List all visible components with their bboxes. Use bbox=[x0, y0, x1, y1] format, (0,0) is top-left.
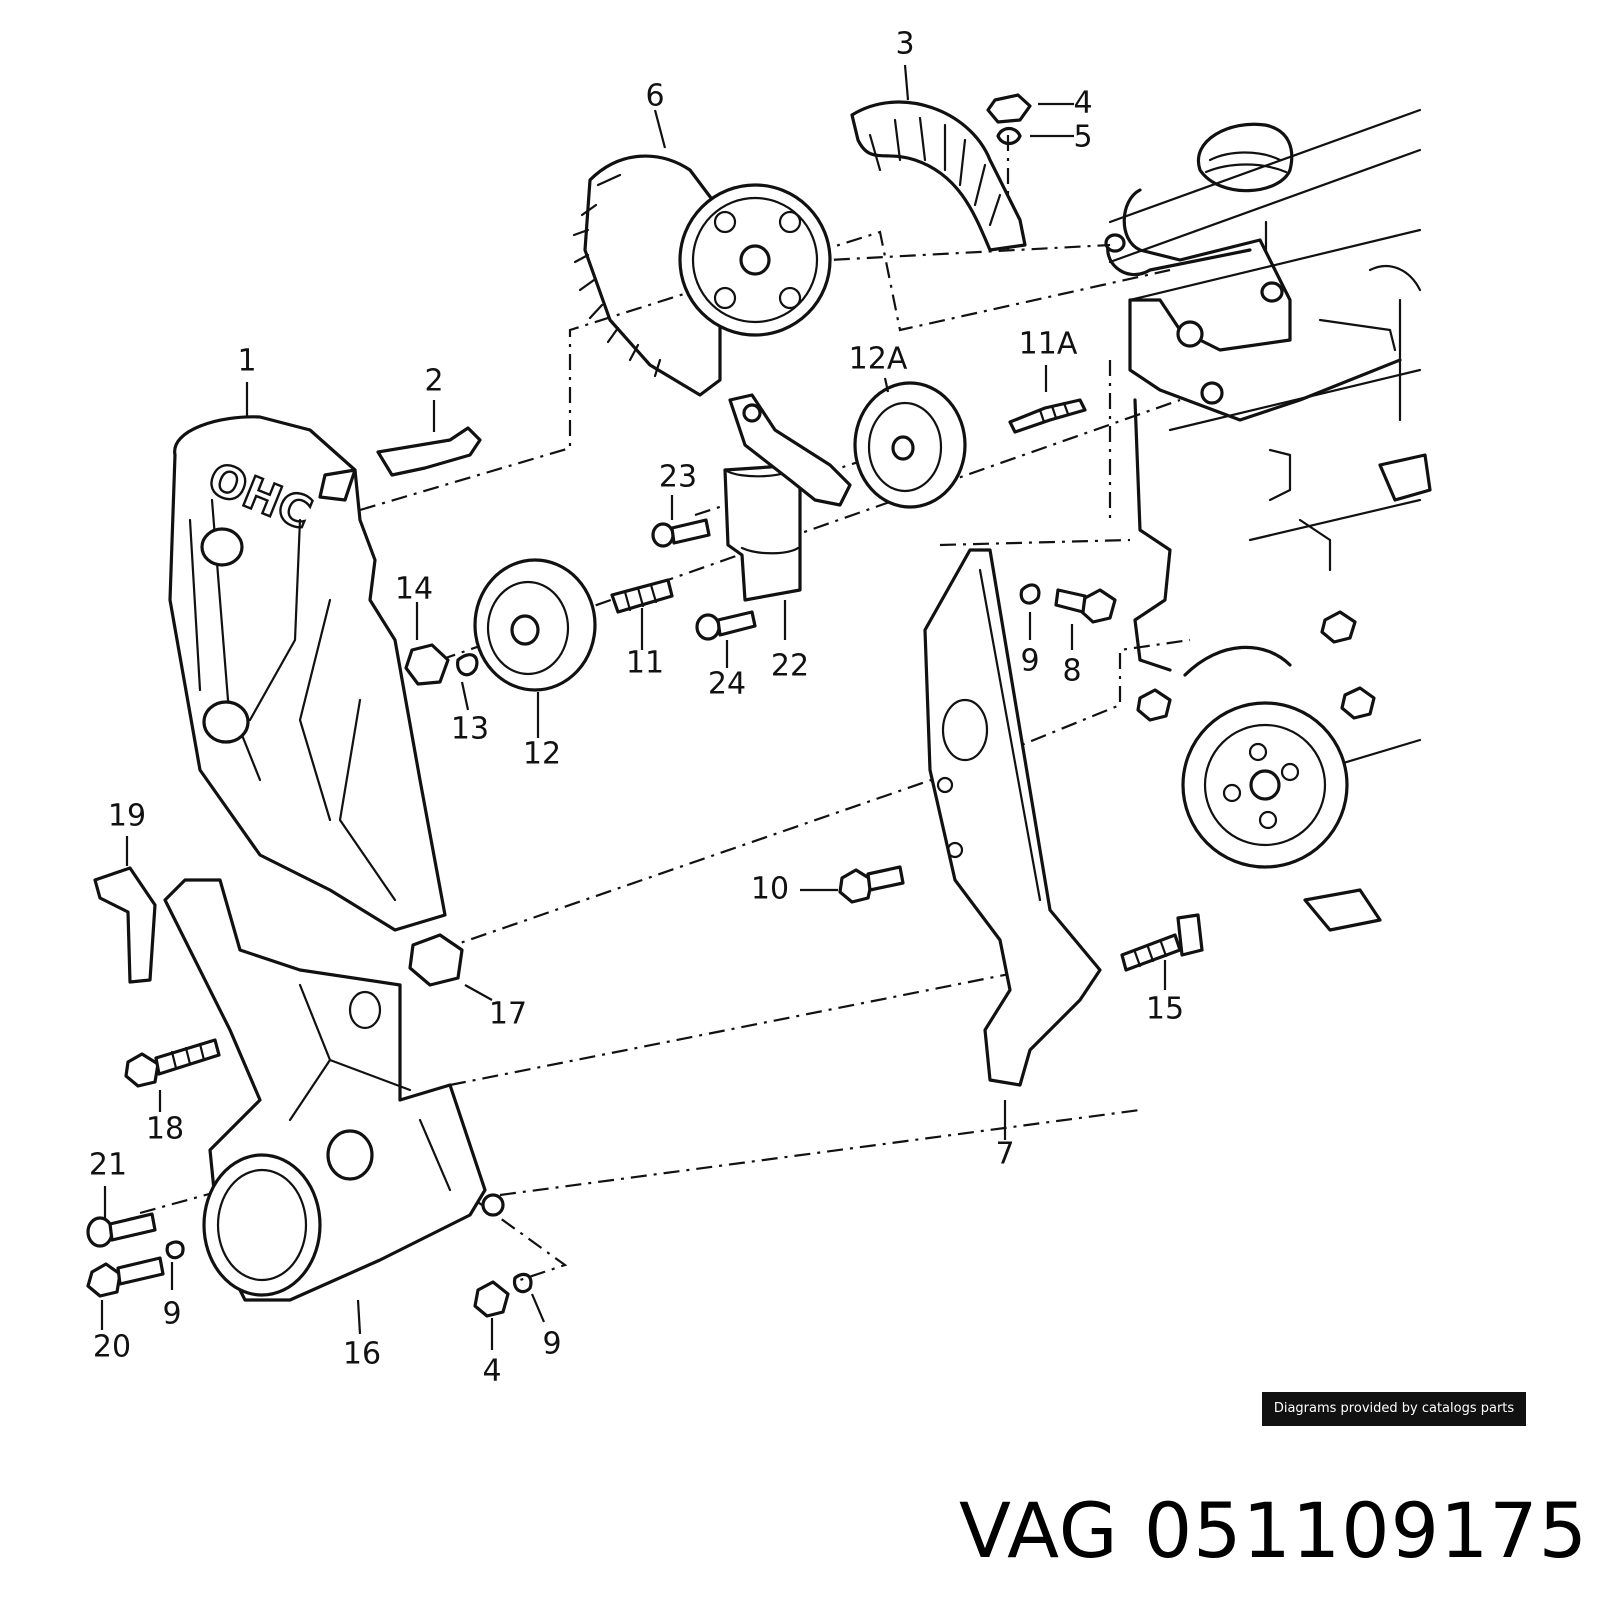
label-part-9-lower-right: 9 bbox=[542, 1327, 561, 1362]
washer-part-9-lower bbox=[165, 1240, 185, 1260]
label-part-19: 19 bbox=[108, 799, 146, 834]
tensioner-22 bbox=[723, 393, 852, 602]
bolt-15 bbox=[1120, 913, 1204, 972]
label-part-18: 18 bbox=[146, 1112, 184, 1147]
washer-part-9 bbox=[1019, 583, 1041, 605]
label-part-20: 20 bbox=[93, 1330, 131, 1365]
label-part-1: 1 bbox=[237, 344, 256, 379]
label-part-3: 3 bbox=[895, 27, 914, 62]
idler-pulley-12 bbox=[473, 558, 597, 692]
label-part-24: 24 bbox=[708, 667, 746, 702]
label-part-5: 5 bbox=[1073, 120, 1092, 155]
bolt-23 bbox=[651, 518, 711, 548]
leader-lines bbox=[100, 64, 1167, 1350]
threaded-stud-11 bbox=[610, 578, 674, 614]
upper-timing-cover: OHC bbox=[168, 415, 447, 932]
label-part-14: 14 bbox=[395, 572, 433, 607]
label-part-8: 8 bbox=[1062, 654, 1081, 689]
nut-part-4 bbox=[986, 93, 1032, 124]
tensioner-pulley-12a bbox=[853, 381, 967, 509]
label-part-23: 23 bbox=[659, 460, 697, 495]
part-number-title: VAG 051109175 bbox=[958, 1486, 1588, 1575]
diagram-credit-badge: Diagrams provided by catalogs parts bbox=[1262, 1392, 1526, 1426]
label-part-7: 7 bbox=[995, 1137, 1014, 1172]
rear-cover-segment bbox=[850, 100, 1027, 252]
stud-11a bbox=[1008, 398, 1087, 434]
crankshaft-pulley bbox=[1136, 610, 1382, 932]
pipe-part-19 bbox=[93, 866, 157, 984]
timing-belt-and-sprocket bbox=[572, 154, 832, 397]
nut-part-14 bbox=[404, 643, 450, 686]
label-part-21: 21 bbox=[89, 1148, 127, 1183]
clip-part bbox=[376, 426, 482, 477]
label-part-11a: 11A bbox=[1019, 327, 1078, 362]
nut-part-4-lower bbox=[473, 1280, 510, 1318]
engine-block-outline bbox=[1104, 108, 1432, 772]
part-labels: 1 2 3 4 5 6 7 8 9 10 11 11A 12 12A 13 14… bbox=[89, 27, 1184, 1389]
bolt-10 bbox=[838, 865, 905, 904]
label-part-2: 2 bbox=[424, 364, 443, 399]
label-part-17: 17 bbox=[489, 997, 527, 1032]
label-part-6: 6 bbox=[645, 79, 664, 114]
label-part-9-lower: 9 bbox=[162, 1297, 181, 1332]
label-part-4: 4 bbox=[1073, 86, 1092, 121]
washer-part-5 bbox=[996, 126, 1022, 146]
label-part-4-lower: 4 bbox=[482, 1354, 501, 1389]
nut-part-17 bbox=[408, 933, 464, 987]
label-part-13: 13 bbox=[451, 712, 489, 747]
label-part-15: 15 bbox=[1146, 992, 1184, 1027]
bolt-20 bbox=[86, 1256, 165, 1298]
bolt-24 bbox=[695, 610, 757, 641]
label-part-9: 9 bbox=[1020, 644, 1039, 679]
rear-plate-7 bbox=[923, 548, 1102, 1087]
label-part-16: 16 bbox=[343, 1337, 381, 1372]
bolt-8 bbox=[1054, 588, 1117, 624]
label-part-12a: 12A bbox=[849, 342, 908, 377]
label-part-10: 10 bbox=[751, 872, 789, 907]
label-part-12: 12 bbox=[523, 737, 561, 772]
bolt-18 bbox=[124, 1038, 221, 1088]
lower-timing-cover bbox=[163, 878, 505, 1302]
washer-part-9-lower-right bbox=[512, 1272, 533, 1294]
bolt-21 bbox=[86, 1212, 157, 1248]
washer-part-13 bbox=[456, 653, 479, 677]
label-part-11: 11 bbox=[626, 646, 664, 681]
label-part-22: 22 bbox=[771, 649, 809, 684]
